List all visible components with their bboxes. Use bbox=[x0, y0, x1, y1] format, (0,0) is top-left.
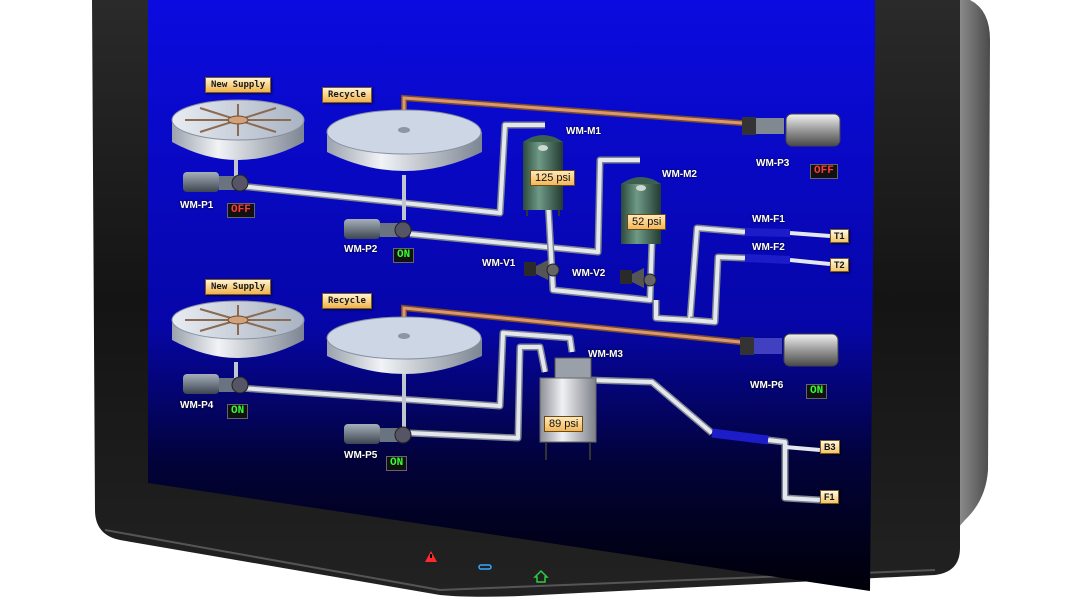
pump-label-p3: WM-P3 bbox=[756, 158, 790, 169]
pump-label-p1: WM-P1 bbox=[180, 200, 214, 211]
warning-icon[interactable] bbox=[425, 551, 437, 562]
tank-label-m3: WM-M3 bbox=[588, 349, 623, 360]
status-p1[interactable]: OFF bbox=[227, 203, 255, 218]
recycle-tag-1: Recycle bbox=[322, 87, 372, 103]
tank-wm-m2[interactable] bbox=[621, 177, 661, 244]
minus-icon[interactable] bbox=[478, 564, 492, 570]
valve-wm-v1-icon[interactable] bbox=[524, 260, 560, 280]
blue-pipe-line2 bbox=[711, 428, 769, 445]
tank-wm-m3[interactable] bbox=[539, 357, 597, 460]
new-supply-tag-1: New Supply bbox=[205, 77, 272, 93]
endpoint-f1[interactable]: F1 bbox=[820, 490, 839, 504]
pump-wm-p1-icon[interactable] bbox=[183, 172, 249, 192]
status-p2[interactable]: ON bbox=[393, 248, 415, 263]
endpoint-t1[interactable]: T1 bbox=[830, 229, 849, 243]
endpoint-t2[interactable]: T2 bbox=[830, 258, 849, 272]
status-p5[interactable]: ON bbox=[386, 456, 408, 471]
recycle-clarifier-2[interactable] bbox=[326, 316, 482, 374]
valve-label-v1: WM-V1 bbox=[482, 258, 516, 269]
filter-label-f1: WM-F1 bbox=[752, 214, 785, 225]
new-supply-clarifier-2[interactable] bbox=[171, 300, 305, 358]
status-p4[interactable]: ON bbox=[227, 404, 249, 419]
home-icon[interactable] bbox=[533, 569, 549, 583]
tank-label-m2: WM-M2 bbox=[662, 169, 697, 180]
pump-wm-p4-icon[interactable] bbox=[183, 374, 249, 394]
recycle-clarifier-1[interactable] bbox=[326, 109, 482, 171]
new-supply-tag-2: New Supply bbox=[205, 279, 272, 295]
pump-label-p2: WM-P2 bbox=[344, 244, 378, 255]
pump-wm-p2-icon[interactable] bbox=[344, 219, 412, 239]
status-p3[interactable]: OFF bbox=[810, 164, 838, 179]
white-pipes-line2 bbox=[234, 329, 821, 504]
pressure-m2: 52 psi bbox=[627, 214, 667, 230]
pressure-m3: 89 psi bbox=[544, 416, 584, 432]
pump-label-p5: WM-P5 bbox=[344, 450, 378, 461]
valve-wm-v2-icon[interactable] bbox=[620, 268, 657, 288]
valve-label-v2: WM-V2 bbox=[572, 268, 606, 279]
pump-wm-p3-icon[interactable] bbox=[742, 113, 841, 147]
blue-pipes-line1 bbox=[744, 228, 791, 264]
tank-label-m1: WM-M1 bbox=[566, 126, 601, 137]
filter-label-f2: WM-F2 bbox=[752, 242, 785, 253]
pump-wm-p5-icon[interactable] bbox=[344, 424, 412, 444]
endpoint-b3[interactable]: B3 bbox=[820, 440, 840, 454]
pump-label-p4: WM-P4 bbox=[180, 400, 214, 411]
pump-wm-p6-icon[interactable] bbox=[740, 333, 839, 367]
status-p6[interactable]: ON bbox=[806, 384, 828, 399]
recycle-tag-2: Recycle bbox=[322, 293, 372, 309]
pressure-m1: 125 psi bbox=[530, 170, 576, 186]
pump-label-p6: WM-P6 bbox=[750, 380, 784, 391]
white-pipes-line1 bbox=[234, 121, 831, 326]
new-supply-clarifier-1[interactable] bbox=[171, 99, 305, 160]
